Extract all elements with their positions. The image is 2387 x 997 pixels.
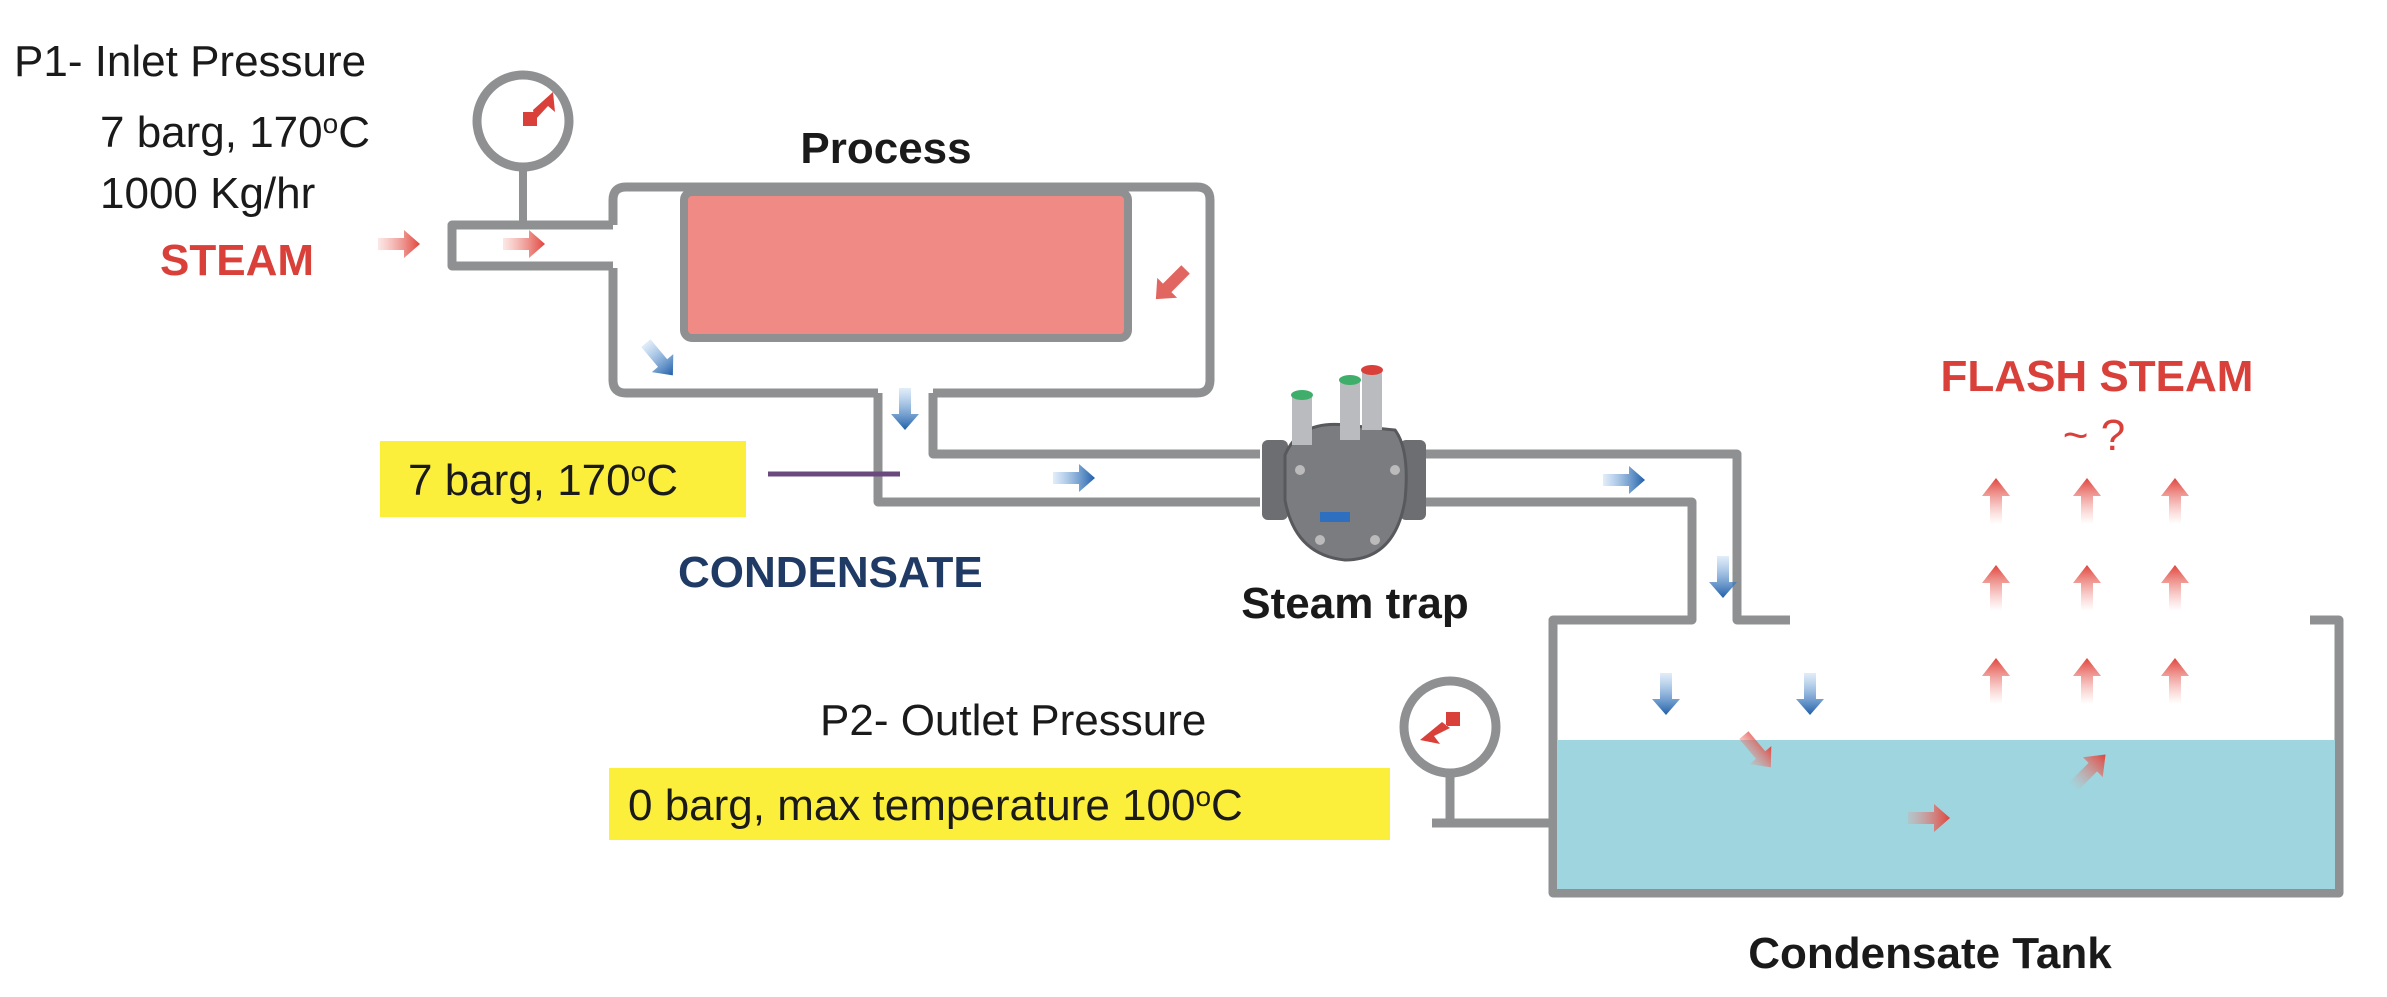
- steam-trap-label: Steam trap: [1241, 579, 1468, 628]
- discharge-pipe-and-tank: [1420, 449, 2344, 898]
- outlet-conditions: 0 barg, max temperature 100oC: [628, 781, 1243, 830]
- inlet-title: P1- Inlet Pressure: [14, 37, 366, 86]
- inlet-conditions: 7 barg, 170oC: [100, 108, 370, 157]
- condensate-pipe: [873, 393, 1260, 507]
- outlet-conditions-highlight: [609, 768, 1390, 840]
- steam-trap-icon: [1262, 365, 1426, 562]
- outlet-title: P2- Outlet Pressure: [820, 696, 1206, 745]
- process-vessel: [447, 182, 1215, 398]
- pressure-gauge-icon: [472, 70, 574, 221]
- inlet-flow: 1000 Kg/hr: [100, 169, 315, 218]
- flash-steam-amount: ~ ?: [2063, 411, 2125, 460]
- flash-steam-label: FLASH STEAM: [1941, 352, 2254, 401]
- process-label: Process: [800, 124, 971, 173]
- condensate-conditions-highlight: [380, 441, 746, 517]
- condensate-label: CONDENSATE: [678, 548, 983, 597]
- steam-label: STEAM: [160, 236, 314, 285]
- condensate-tank-label: Condensate Tank: [1748, 929, 2112, 978]
- pressure-gauge-icon: [1399, 676, 1553, 828]
- condensate-conditions: 7 barg, 170oC: [408, 456, 678, 505]
